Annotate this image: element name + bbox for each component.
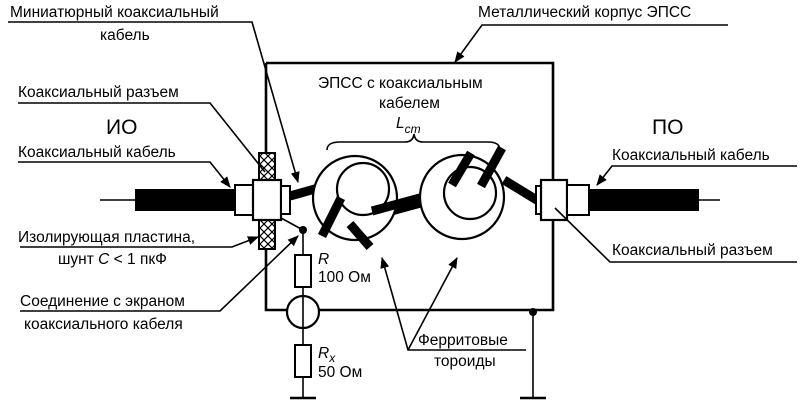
left-coax-connector xyxy=(251,178,283,222)
label-insulating-plate-line2: шунт C < 1 пкФ xyxy=(58,251,167,268)
right-coax-connector xyxy=(539,178,569,222)
leader-shield-connection xyxy=(20,235,299,312)
leader-metal-case xyxy=(454,24,728,63)
resistor-rx xyxy=(294,344,312,378)
label-lcm: Lcm xyxy=(396,115,421,136)
label-epss-line1: ЭПСС с коаксиальным xyxy=(318,75,483,92)
label-mini-cable-line1: Миниатюрный коаксиальный xyxy=(10,4,219,21)
shunt-suffix: < 1 пкФ xyxy=(109,251,167,268)
rx-sub: x xyxy=(328,351,336,365)
lcm-main: L xyxy=(396,115,405,132)
label-shield-conn-line2: коаксиального кабеля xyxy=(24,316,183,333)
resistor-r xyxy=(294,254,312,288)
label-shield-conn-line1: Соединение с экраном xyxy=(20,293,185,310)
label-rx-symbol: Rx xyxy=(318,345,336,365)
label-insulating-plate-line1: Изолирующая пластина, xyxy=(18,229,195,246)
label-r-value: 100 Ом xyxy=(318,269,371,286)
label-ferrite-line2: тороиды xyxy=(434,353,496,370)
label-cable-right: Коаксиальный кабель xyxy=(612,147,770,164)
label-io: ИО xyxy=(106,116,137,139)
label-po: ПО xyxy=(652,116,683,139)
shunt-prefix: шунт xyxy=(58,251,98,268)
lcm-bracket xyxy=(326,133,501,151)
rx-main: R xyxy=(318,345,329,362)
shield-connection-wire xyxy=(280,217,304,231)
leader-mini-cable xyxy=(8,21,300,184)
label-r-symbol: R xyxy=(318,251,329,268)
right-coax-cable xyxy=(589,189,699,211)
leader-connector-left xyxy=(18,102,266,173)
leader-insulating-plate xyxy=(20,236,260,248)
label-ferrite-line1: Ферритовые xyxy=(418,332,508,349)
left-coax-cable xyxy=(135,189,235,211)
leader-ferrite-2 xyxy=(407,257,458,351)
right-connector-sleeve xyxy=(566,184,590,216)
leader-connector-right xyxy=(554,207,797,263)
shunt-var: C xyxy=(98,251,110,268)
leader-cable-right xyxy=(596,165,797,186)
left-connector-flange xyxy=(280,185,291,215)
leader-cable-left xyxy=(18,161,231,188)
label-connector-left: Коаксиальный разъем xyxy=(18,84,179,101)
lcm-sub: cm xyxy=(405,122,421,136)
label-connector-right: Коаксиальный разъем xyxy=(612,242,773,259)
label-epss-line2: кабелем xyxy=(379,95,440,112)
label-cable-left: Коаксиальный кабель xyxy=(18,144,176,161)
label-metal-case: Металлический корпус ЭПСС xyxy=(478,4,691,21)
ferrite-toroid-2 xyxy=(418,145,506,241)
label-rx-value: 50 Ом xyxy=(318,364,362,381)
label-mini-cable-line2: кабель xyxy=(100,27,150,44)
